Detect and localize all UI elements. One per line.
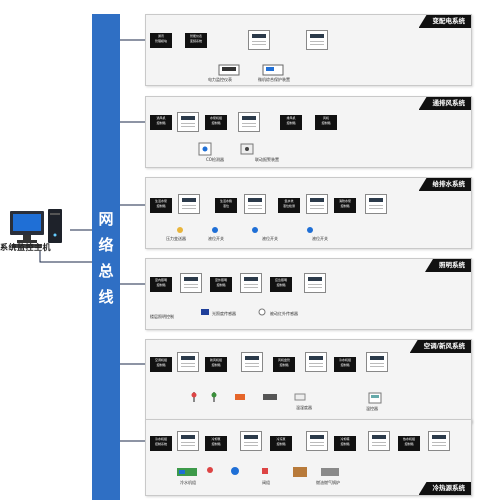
controller-device: [306, 194, 328, 214]
panel-title: 通排风系统: [418, 97, 471, 110]
device-label: 生活水泵控制箱: [150, 198, 172, 213]
controller-device: [306, 30, 328, 50]
controller-device: [238, 112, 260, 132]
device-caption: 温湿度器: [296, 405, 312, 410]
controller-device: [180, 273, 202, 293]
boiler-icon: [293, 467, 307, 477]
controller-device: [365, 194, 387, 214]
device-label: 集水坑液位检测: [278, 198, 300, 213]
level-switch-icon: [252, 227, 258, 233]
pump-icon: [231, 467, 239, 475]
sensor-icon: [211, 392, 217, 402]
protection-device-icon: [262, 64, 284, 76]
controller-device: [366, 352, 388, 372]
panel-lighting: 照明系统: [145, 258, 472, 330]
device-caption: 燃油燃气锅炉: [316, 480, 340, 485]
device-caption: 被动红外传感器: [270, 311, 298, 316]
device-label: 空调机组控制箱: [150, 357, 172, 372]
thermostat-icon: [368, 392, 382, 404]
panel-title: 变配电系统: [418, 15, 471, 28]
device-caption: 阀组: [262, 480, 270, 485]
device-caption: 联动报警装置: [255, 157, 279, 162]
computer-icon: [10, 209, 62, 248]
controller-device: [178, 194, 200, 214]
device-label: 智能仪表变频系统: [185, 33, 207, 48]
device-caption: 楼层照明控制: [150, 314, 174, 319]
controller-device: [305, 352, 327, 372]
level-switch-icon: [307, 227, 313, 233]
device-label: 室内照明控制箱: [150, 277, 172, 292]
panel-ventilation: 通排风系统: [145, 96, 472, 168]
device-caption: CO检测器: [206, 157, 224, 162]
panel-title: 给排水系统: [418, 178, 471, 191]
controller-device: [241, 352, 263, 372]
bus-char: 网: [98, 210, 114, 228]
device-caption: 液位开关: [208, 236, 224, 241]
device-caption: 光照度传感器: [212, 311, 236, 316]
panel-power-distribution: 变配电系统: [145, 14, 472, 86]
controller-device: [368, 431, 390, 451]
device-label: 应急照明控制箱: [270, 277, 292, 292]
network-bus: 网 络 总 线: [92, 14, 120, 500]
light-sensor-icon: [201, 309, 209, 315]
device-caption: 液位开关: [262, 236, 278, 241]
device-label: 冷水机组控制系统: [150, 436, 172, 451]
controller-device: [177, 352, 199, 372]
controller-device: [240, 431, 262, 451]
monitor-host-label: 系统监控主机: [0, 242, 51, 252]
sensor-icon: [263, 394, 277, 400]
valve-icon: [262, 468, 268, 474]
device-label: 消防水泵控制箱: [334, 198, 356, 213]
device-label: 生活水箱液位: [215, 198, 237, 213]
device-label: 冷却泵控制箱: [205, 436, 227, 451]
device-label: 室外照明控制箱: [210, 277, 232, 292]
panel-title: 空调/新风系统: [409, 340, 471, 353]
controller-device: [177, 431, 199, 451]
device-label: 冷水机组控制箱: [334, 357, 356, 372]
sensor-icon: [294, 393, 306, 401]
valve-icon: [207, 467, 213, 473]
device-label: 排风机控制箱: [280, 115, 302, 130]
device-label: 冷冻泵控制箱: [270, 436, 292, 451]
bus-char: 络: [98, 236, 114, 254]
bus-char: 总: [98, 262, 114, 280]
device-caption: 压力变送器: [166, 236, 186, 241]
bus-char: 线: [98, 288, 114, 306]
device-caption: 温控器: [366, 406, 378, 411]
pressure-sensor-icon: [177, 227, 183, 233]
device-label: 风机控制箱: [315, 115, 337, 130]
device-label: 风机盘管控制箱: [273, 357, 295, 372]
panel-title: 冷热源系统: [418, 482, 471, 495]
device-label: 冷却塔控制箱: [334, 436, 356, 451]
device-caption: 冷水机组: [180, 480, 196, 485]
device-caption: 液位开关: [312, 236, 328, 241]
chiller-icon: [177, 468, 197, 476]
alarm-icon: [240, 143, 254, 155]
infrared-sensor-icon: [258, 308, 266, 316]
device-label: 热水机组控制箱: [398, 436, 420, 451]
valve-icon: [191, 392, 197, 402]
device-label: 通风机控制箱: [150, 115, 172, 130]
boiler-icon: [321, 468, 339, 476]
controller-device: [244, 194, 266, 214]
co-sensor-icon: [198, 142, 212, 156]
actuator-icon: [235, 394, 245, 400]
device-caption: 微机综合保护装置: [258, 77, 290, 82]
level-switch-icon: [212, 227, 218, 233]
controller-device: [304, 273, 326, 293]
controller-device: [177, 112, 199, 132]
controller-device: [306, 431, 328, 451]
panel-title: 照明系统: [425, 259, 471, 272]
device-caption: 电力监控仪表: [208, 77, 232, 82]
controller-device: [248, 30, 270, 50]
controller-device: [428, 431, 450, 451]
meter-icon: [218, 64, 240, 76]
device-label: 通讯管理模块: [150, 33, 172, 48]
controller-device: [240, 273, 262, 293]
device-label: 新风机组控制箱: [205, 357, 227, 372]
device-label: 水泵机组控制箱: [205, 115, 227, 130]
